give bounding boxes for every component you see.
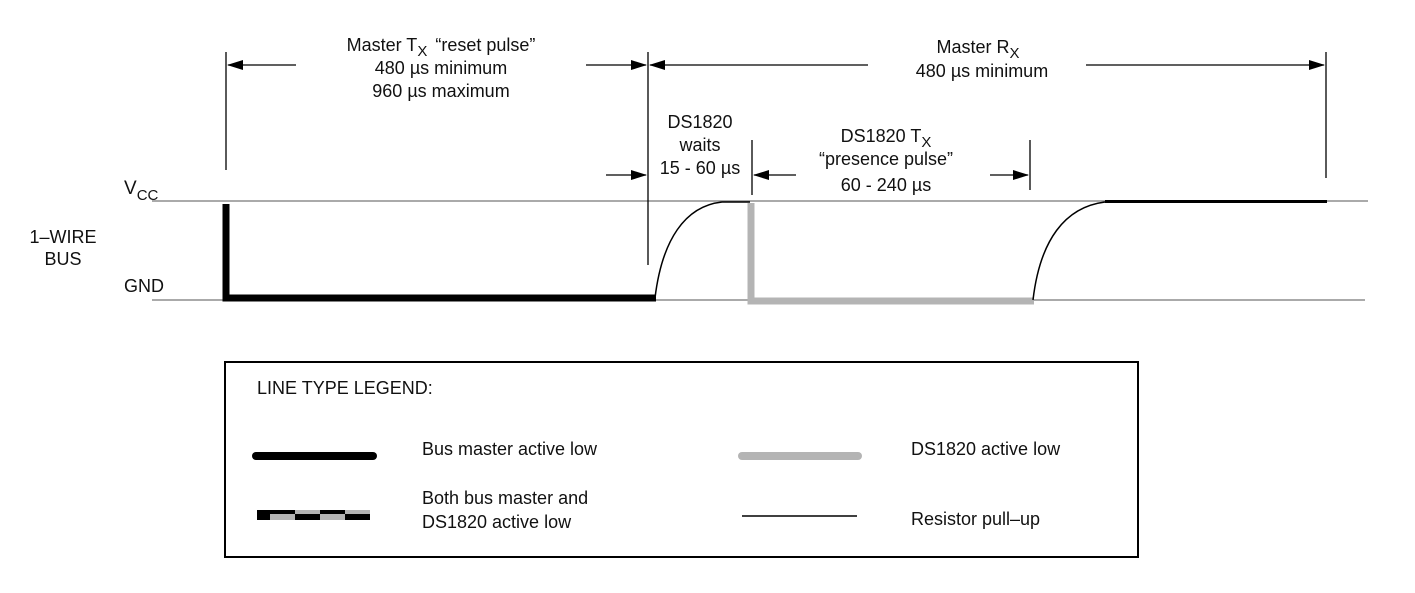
ds-wait-line2: waits: [678, 135, 720, 155]
pullup-rise-2: [1032, 201, 1106, 301]
vcc-label: VCC: [124, 178, 159, 204]
line-type-legend: LINE TYPE LEGEND: Bus master active low …: [224, 361, 1139, 558]
legend-frame: [224, 361, 1139, 558]
pullup-rise-1: [654, 201, 750, 299]
legend-pullup-label: Resistor pull–up: [911, 509, 1040, 529]
legend-both-label-line1: Both bus master and: [422, 488, 588, 508]
master-tx-max: 960 µs maximum: [372, 81, 509, 101]
master-rx-title: Master RX: [936, 37, 1019, 62]
ds1820-presence-pulse: [747, 203, 1034, 305]
bus-master-reset-pulse: [222, 204, 656, 302]
gnd-label: GND: [124, 276, 164, 296]
ds-tx-line2: “presence pulse”: [819, 149, 953, 169]
ds-wait-line3: 15 - 60 µs: [660, 158, 740, 178]
master-tx-title: Master TX“reset pulse”: [347, 35, 536, 60]
legend-both-swatch: [257, 510, 370, 520]
ds-tx-line3: 60 - 240 µs: [841, 175, 931, 195]
legend-title: LINE TYPE LEGEND:: [257, 378, 433, 398]
bus-label-line1: 1–WIRE: [29, 227, 96, 247]
bus-label-line2: BUS: [44, 249, 81, 269]
legend-ds1820-label: DS1820 active low: [911, 439, 1061, 459]
master-tx-min: 480 µs minimum: [375, 58, 507, 78]
ds-wait-line1: DS1820: [667, 112, 732, 132]
master-rx-min: 480 µs minimum: [916, 61, 1048, 81]
ds-tx-title: DS1820 TX: [841, 126, 932, 151]
legend-bus-master-label: Bus master active low: [422, 439, 598, 459]
legend-both-label-line2: DS1820 active low: [422, 512, 572, 532]
